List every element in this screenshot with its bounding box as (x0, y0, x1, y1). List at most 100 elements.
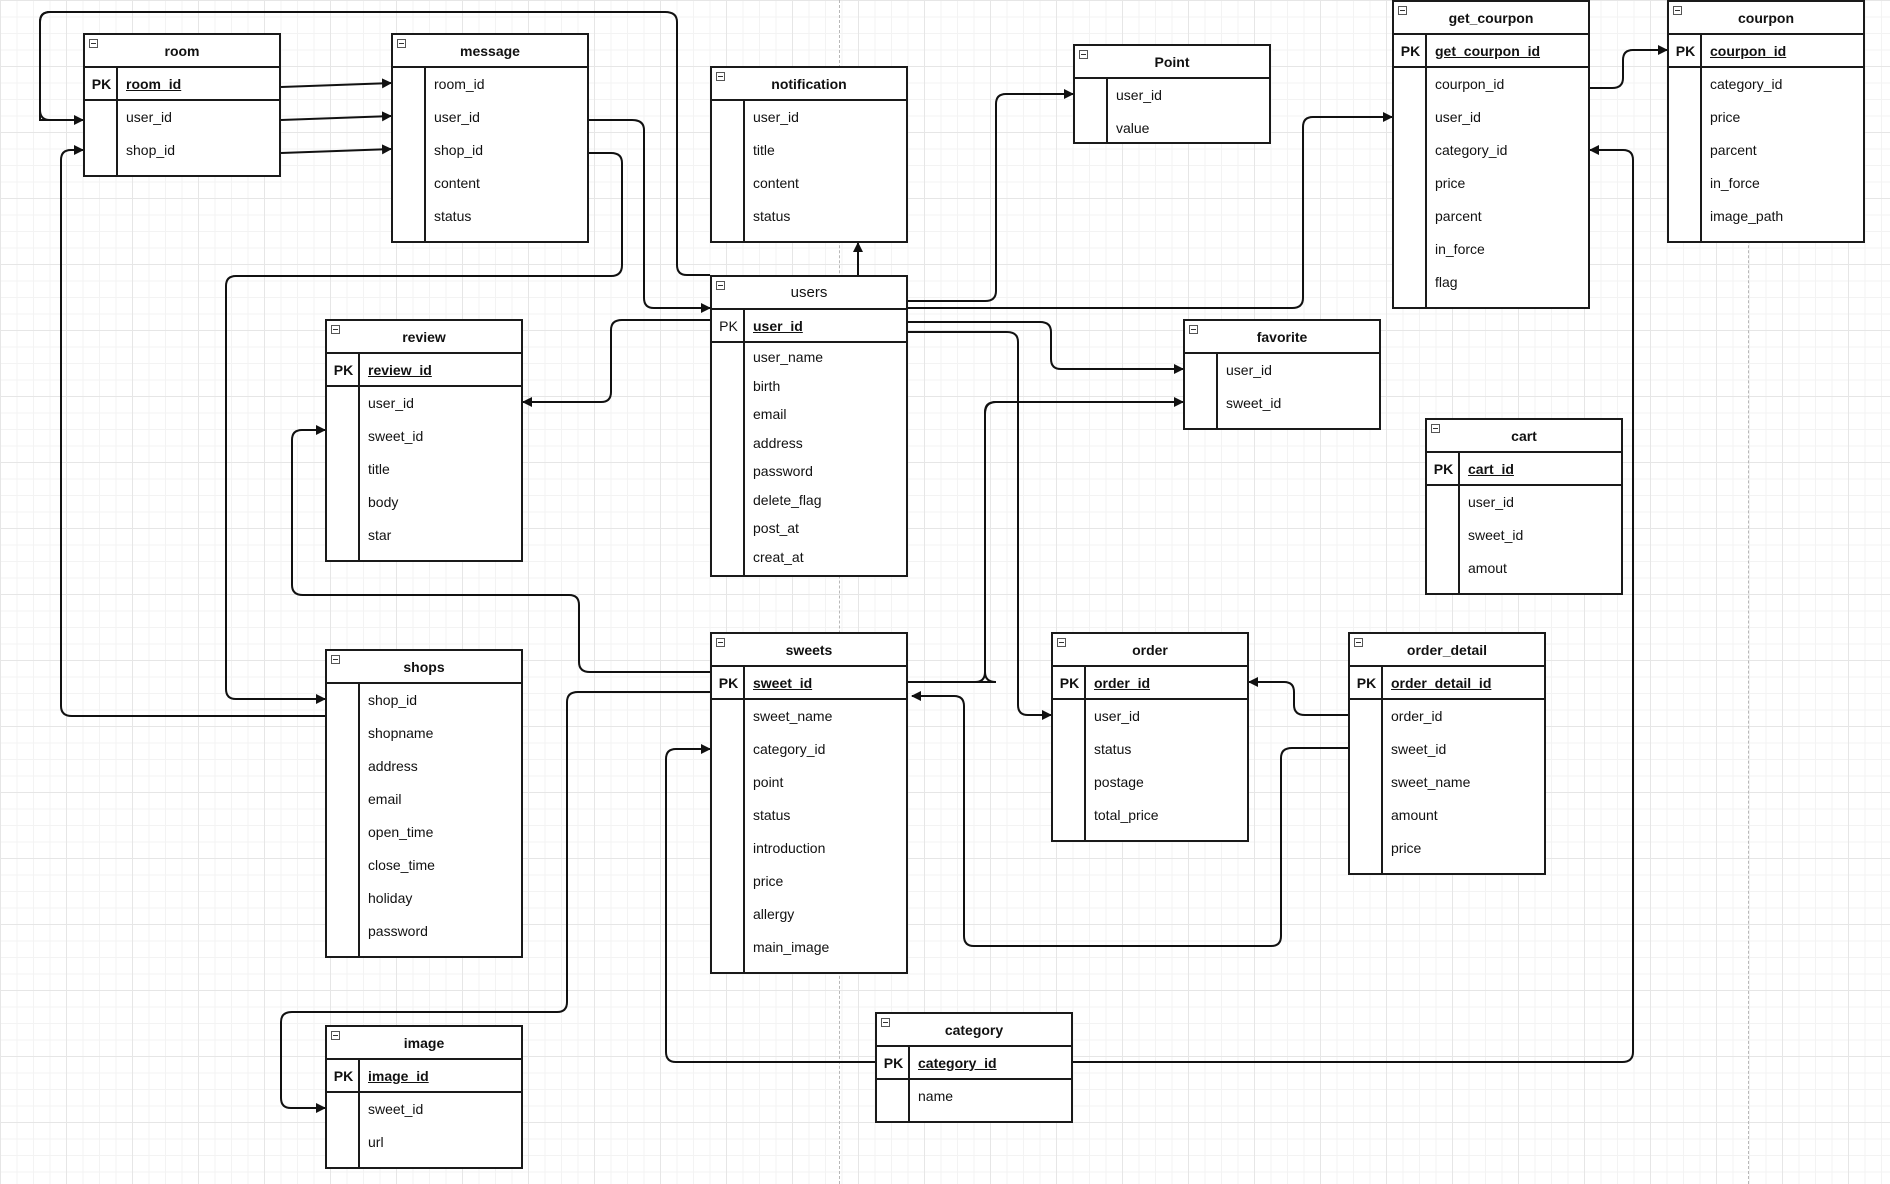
field-row[interactable]: email (753, 406, 787, 422)
field-row[interactable]: image_path (1710, 208, 1784, 224)
field-row[interactable]: price (753, 873, 784, 889)
table-header[interactable]: shops (327, 651, 521, 684)
field-row[interactable]: main_image (753, 939, 830, 955)
field-row[interactable]: content (753, 175, 799, 191)
collapse-icon[interactable] (331, 1031, 340, 1040)
field-row[interactable]: shop_id (368, 692, 418, 708)
field-row[interactable]: allergy (753, 906, 795, 922)
field-row[interactable]: price (1391, 840, 1422, 856)
field-row[interactable]: name (918, 1088, 954, 1104)
field-row[interactable]: body (368, 494, 399, 510)
field-row[interactable]: price (1710, 109, 1741, 125)
field-row[interactable]: password (753, 463, 813, 479)
field-row[interactable]: sweet_id (1391, 741, 1447, 757)
collapse-icon[interactable] (716, 281, 725, 290)
field-row[interactable]: status (434, 208, 472, 224)
table-header[interactable]: cart (1427, 420, 1621, 453)
table-header[interactable]: order_detail (1350, 634, 1544, 667)
field-row[interactable]: delete_flag (753, 491, 822, 508)
field-row[interactable]: title (753, 142, 775, 158)
collapse-icon[interactable] (331, 325, 340, 334)
field-row[interactable]: sweet_name (1391, 774, 1471, 790)
field-row[interactable]: user_id (753, 109, 799, 125)
table-header[interactable]: image (327, 1027, 521, 1060)
collapse-icon[interactable] (1673, 6, 1682, 15)
field-row[interactable]: in_force (1435, 241, 1485, 257)
field-row[interactable]: category_id (1710, 76, 1783, 92)
collapse-icon[interactable] (881, 1018, 890, 1027)
field-row[interactable]: user_id (1094, 708, 1140, 724)
field-row[interactable]: content (434, 175, 480, 191)
relationship-edge[interactable] (280, 144, 392, 155)
field-row[interactable]: postage (1094, 774, 1144, 790)
collapse-icon[interactable] (331, 655, 340, 664)
field-row[interactable]: introduction (753, 840, 826, 856)
table-header[interactable]: Point (1075, 46, 1269, 79)
field-row[interactable]: title (368, 461, 390, 477)
collapse-icon[interactable] (397, 39, 406, 48)
relationship-edge[interactable] (1590, 45, 1668, 89)
collapse-icon[interactable] (1398, 6, 1407, 15)
table-header[interactable]: category (877, 1014, 1071, 1047)
field-row[interactable]: url (368, 1134, 384, 1150)
field-row[interactable]: amout (1468, 560, 1507, 576)
field-row[interactable]: category_id (753, 741, 826, 757)
field-row[interactable]: shopname (368, 725, 434, 741)
field-row[interactable]: user_name (753, 349, 824, 365)
field-row[interactable]: parcent (1435, 208, 1482, 224)
relationship-edge[interactable] (908, 331, 1052, 720)
field-row[interactable]: status (1094, 741, 1132, 757)
relationship-edge[interactable] (280, 78, 392, 89)
table-header[interactable]: order (1053, 634, 1247, 667)
field-row[interactable]: password (368, 923, 428, 939)
field-row[interactable]: sweet_id (368, 428, 424, 444)
field-row[interactable]: creat_at (753, 548, 804, 565)
field-row[interactable]: shop_id (434, 142, 484, 158)
collapse-icon[interactable] (1057, 638, 1066, 647)
field-row[interactable]: courpon_id (1435, 76, 1505, 92)
field-row[interactable]: user_id (1116, 87, 1162, 103)
field-row[interactable]: amount (1391, 807, 1438, 823)
relationship-edge[interactable] (522, 319, 710, 407)
table-header[interactable]: favorite (1185, 321, 1379, 354)
field-row[interactable]: sweet_id (1226, 395, 1282, 411)
field-row[interactable]: user_id (126, 109, 172, 125)
field-row[interactable]: user_id (1468, 494, 1514, 510)
relationship-edge[interactable] (1248, 677, 1348, 716)
collapse-icon[interactable] (716, 638, 725, 647)
field-row[interactable]: sweet_id (368, 1101, 424, 1117)
field-row[interactable]: birth (753, 377, 781, 394)
field-row[interactable]: value (1116, 120, 1150, 136)
table-header[interactable]: sweets (712, 634, 906, 667)
collapse-icon[interactable] (1354, 638, 1363, 647)
field-row[interactable]: sweet_name (753, 708, 833, 724)
table-header[interactable]: courpon (1669, 2, 1863, 35)
field-row[interactable]: open_time (368, 824, 434, 840)
relationship-edge[interactable] (280, 111, 392, 122)
field-row[interactable]: post_at (753, 520, 799, 536)
field-row[interactable]: status (753, 807, 791, 823)
relationship-edge[interactable] (908, 112, 1393, 309)
table-header[interactable]: users (712, 277, 906, 310)
